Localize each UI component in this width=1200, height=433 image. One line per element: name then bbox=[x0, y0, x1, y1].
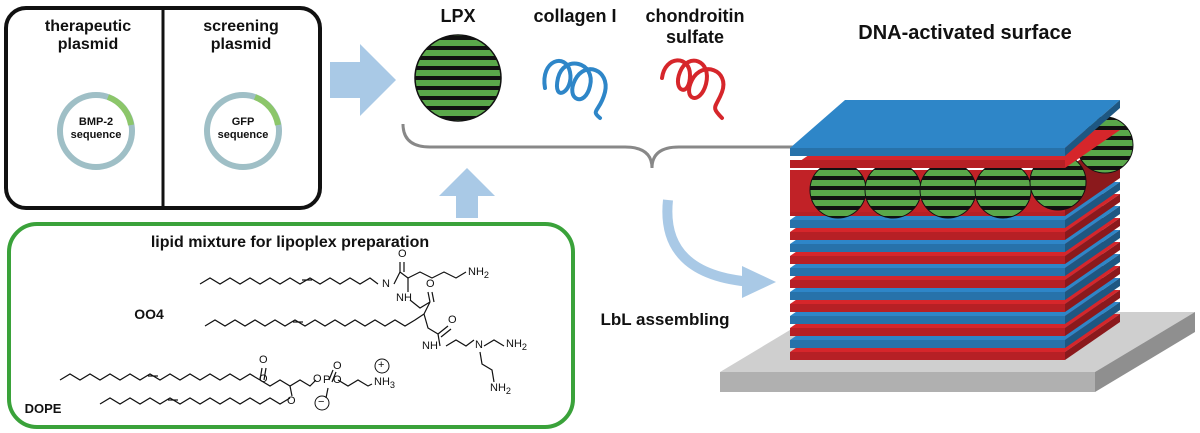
amine-group: NH2 bbox=[506, 338, 527, 353]
atom-nh: NH bbox=[396, 292, 412, 304]
gfp-label: GFP bbox=[231, 116, 255, 128]
therapeutic-title-line1: therapeutic bbox=[44, 18, 132, 35]
lpx-sphere bbox=[974, 161, 1032, 219]
blue-layer-side bbox=[1065, 302, 1120, 348]
collagen-label: collagen I bbox=[533, 6, 617, 26]
red-layer-side bbox=[1065, 194, 1120, 240]
gfp-sequence-label: sequence bbox=[217, 128, 269, 141]
plasmid-to-lpx-arrow bbox=[330, 44, 396, 116]
atom-o: O bbox=[287, 395, 296, 407]
screening-title-line2: plasmid bbox=[210, 36, 272, 54]
atom-o: O bbox=[426, 278, 435, 290]
atom-o: O bbox=[259, 373, 268, 385]
plasmid-box bbox=[4, 6, 322, 210]
substrate-front bbox=[720, 372, 1095, 392]
atom-o: O bbox=[398, 248, 407, 260]
dope-label: DOPE bbox=[24, 401, 62, 416]
blue-layer-front bbox=[790, 340, 1065, 348]
therapeutic-plasmid-icon bbox=[57, 92, 135, 170]
dope-structure bbox=[59, 367, 373, 405]
screening-title-line1: screening bbox=[203, 18, 279, 35]
blue-layer-side bbox=[1065, 182, 1120, 228]
atom-o: O bbox=[448, 314, 457, 326]
bmp2-sequence-label: sequence bbox=[70, 128, 122, 141]
surface-title: DNA-activated surface bbox=[858, 22, 1072, 44]
assembly-label: LbL assembling bbox=[600, 310, 730, 329]
substrate-side bbox=[1095, 312, 1195, 392]
red-layer-front bbox=[790, 160, 1065, 168]
therapeutic-plasmid-title: therapeutic plasmid bbox=[18, 18, 158, 55]
minus-sign: − bbox=[318, 396, 325, 408]
atom-nh: NH bbox=[422, 340, 438, 352]
screening-plasmid-icon bbox=[204, 92, 282, 170]
lpx-sphere bbox=[809, 161, 867, 219]
atom-o: O bbox=[333, 360, 342, 372]
negative-charge-icon bbox=[314, 395, 330, 411]
oo4-structure bbox=[199, 262, 505, 383]
plus-sign: + bbox=[378, 359, 385, 371]
oo4-label: OO4 bbox=[134, 306, 164, 322]
blue-layer-front bbox=[790, 316, 1065, 324]
chondroitin-icon bbox=[660, 58, 726, 120]
red-layer-side bbox=[1065, 266, 1120, 312]
red-layer-side bbox=[1065, 290, 1120, 336]
red-layer-front bbox=[790, 280, 1065, 288]
red-layer-front bbox=[790, 256, 1065, 264]
blue-layer-front bbox=[790, 244, 1065, 252]
red-layer-front bbox=[790, 328, 1065, 336]
chondroitin-line1: chondroitin bbox=[645, 6, 745, 26]
red-layer-front bbox=[790, 304, 1065, 312]
red-layer-front bbox=[790, 232, 1065, 240]
lipid-to-lpx-arrow bbox=[439, 168, 495, 218]
blue-top-layer bbox=[790, 100, 1120, 148]
assembly-arrow bbox=[662, 199, 753, 287]
blue-top-side bbox=[1065, 100, 1120, 156]
chondroitin-label: chondroitin sulfate bbox=[640, 6, 750, 47]
lpx-particle-icon bbox=[414, 34, 502, 122]
amine-group: NH2 bbox=[468, 266, 489, 281]
screening-plasmid-title: screening plasmid bbox=[171, 18, 311, 55]
therapeutic-title-line2: plasmid bbox=[57, 36, 119, 54]
blue-layer-front bbox=[790, 292, 1065, 300]
lpx-sphere bbox=[919, 161, 977, 219]
amine-group: NH2 bbox=[490, 382, 511, 397]
blue-layer-side bbox=[1065, 278, 1120, 324]
red-layer-front bbox=[790, 352, 1065, 360]
blue-layer-side bbox=[1065, 230, 1120, 276]
ammonium-group: NH3 bbox=[374, 376, 395, 391]
red-layer-side bbox=[1065, 242, 1120, 288]
positive-charge-icon bbox=[374, 358, 390, 374]
collagen-icon bbox=[542, 59, 608, 120]
blue-layer-front bbox=[790, 268, 1065, 276]
screening-insert-label: GFP sequence bbox=[203, 116, 283, 141]
assembly-arrow-head bbox=[742, 266, 776, 298]
therapeutic-insert-label: BMP-2 sequence bbox=[56, 116, 136, 141]
atom-n: N bbox=[382, 278, 390, 290]
atom-o: O bbox=[333, 374, 342, 386]
atom-n: N bbox=[475, 339, 483, 351]
layer-stack bbox=[720, 100, 1195, 392]
atom-o: O bbox=[313, 373, 322, 385]
chondroitin-line2: sulfate bbox=[665, 26, 725, 47]
blue-layer-side bbox=[1065, 206, 1120, 252]
lpx-sphere bbox=[864, 161, 922, 219]
lipid-box-title: lipid mixture for lipoplex preparation bbox=[150, 234, 430, 251]
atom-p: P bbox=[323, 374, 331, 386]
atom-o: O bbox=[259, 354, 268, 366]
blue-layer-front bbox=[790, 220, 1065, 228]
blue-layer-side bbox=[1065, 254, 1120, 300]
lpx-label: LPX bbox=[440, 6, 476, 26]
bmp2-label: BMP-2 bbox=[78, 116, 114, 128]
red-layer-side bbox=[1065, 218, 1120, 264]
red-layer-side bbox=[1065, 314, 1120, 360]
blue-top-front bbox=[790, 148, 1065, 156]
